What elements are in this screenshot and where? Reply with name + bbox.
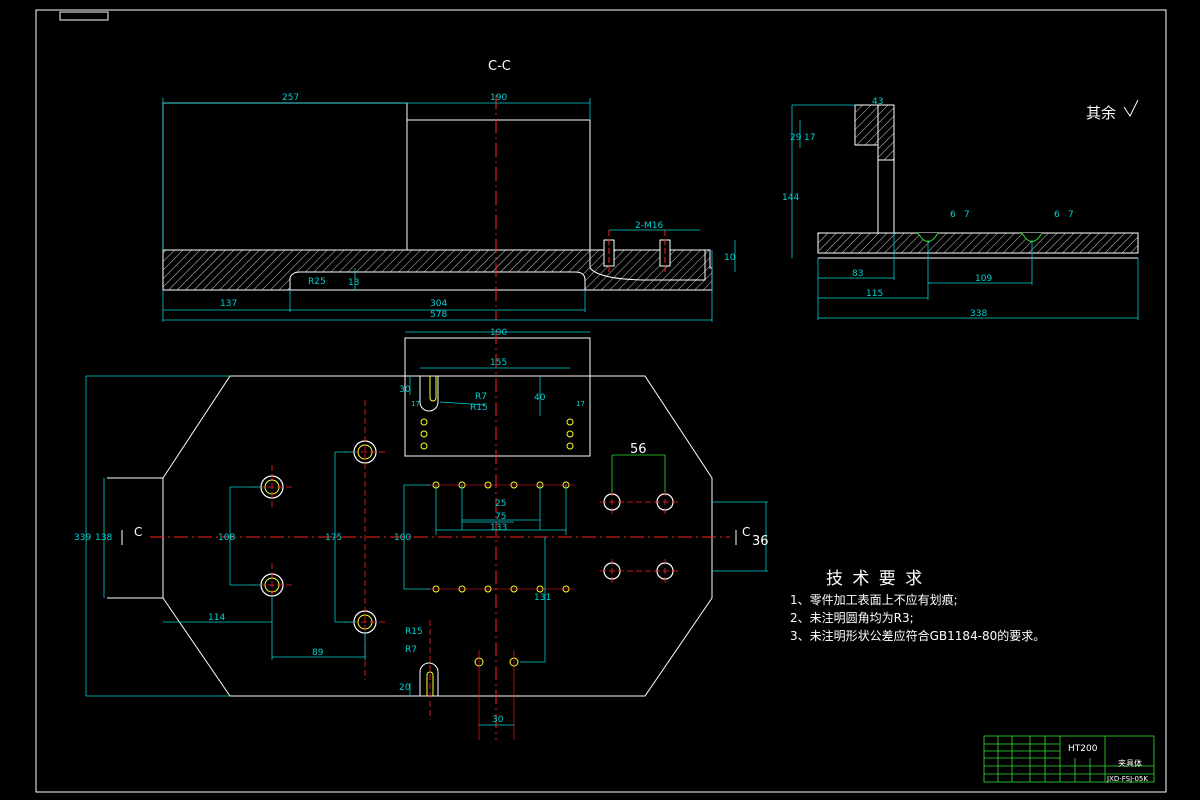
dim-17a: 17 xyxy=(411,400,420,408)
dim-6a: 6 xyxy=(950,210,956,220)
plan-view: 190 155 30 40 R7 R15 17 17 25 75 133 339… xyxy=(74,328,769,740)
dim-109: 109 xyxy=(975,274,992,284)
section-pocket xyxy=(589,250,706,281)
side-base xyxy=(817,232,1139,254)
section-left-block xyxy=(162,102,408,251)
roughness-note: 其余 xyxy=(1086,104,1116,122)
dim-6b: 6 xyxy=(1054,210,1060,220)
u-slot-bottom xyxy=(419,662,439,696)
dim-7a: 7 xyxy=(964,210,970,220)
dim-338: 338 xyxy=(970,309,987,319)
dim-r15: R15 xyxy=(470,403,488,413)
u-slot-top xyxy=(419,376,439,412)
tech-requirement-3: 3、未注明形状公差应符合GB1184-80的要求。 xyxy=(790,629,1046,643)
dim-29: 29 xyxy=(790,133,802,143)
dim-175: 175 xyxy=(325,533,342,543)
dim-108: 108 xyxy=(218,533,235,543)
plan-top-block xyxy=(404,337,591,457)
section-view: C-C xyxy=(162,59,736,322)
section-right-block xyxy=(406,119,591,251)
dim-190-top: 190 xyxy=(490,93,507,103)
title-part-name: 夹具体 xyxy=(1118,758,1142,768)
dim-20: 20 xyxy=(399,683,411,693)
dim-7b: 7 xyxy=(1068,210,1074,220)
dim-plan-190: 190 xyxy=(490,328,507,338)
dim-75: 75 xyxy=(495,512,506,522)
dim-25: 25 xyxy=(495,499,506,509)
dim-36: 36 xyxy=(752,534,769,549)
dim-43: 43 xyxy=(872,97,883,107)
dim-56: 56 xyxy=(630,442,647,457)
dim-137: 137 xyxy=(220,299,237,309)
dim-304: 304 xyxy=(430,299,447,309)
sheet-corner-box xyxy=(59,11,109,21)
dim-40: 40 xyxy=(534,393,546,403)
title-drawing-no: JXD-FSJ-05K xyxy=(1106,775,1148,783)
dim-155: 155 xyxy=(490,358,507,368)
plan-outline xyxy=(162,375,713,697)
dim-578: 578 xyxy=(430,310,447,320)
section-groove xyxy=(289,271,586,291)
dim-100: 100 xyxy=(394,533,411,543)
dim-r7-bottom: R7 xyxy=(405,645,417,655)
tech-requirement-1: 1、零件加工表面上不应有划痕; xyxy=(790,593,958,607)
dim-83: 83 xyxy=(852,269,863,279)
dim-30-bottom: 30 xyxy=(492,715,504,725)
dim-r7: R7 xyxy=(475,392,487,402)
dim-89: 89 xyxy=(312,648,324,658)
dim-r25: R25 xyxy=(308,277,326,287)
tech-requirements-title: 技 术 要 求 xyxy=(826,569,925,589)
dim-17: 17 xyxy=(804,133,815,143)
tech-requirement-2: 2、未注明圆角均为R3; xyxy=(790,611,914,625)
dim-133: 133 xyxy=(490,523,507,533)
dim-339: 339 xyxy=(74,533,91,543)
section-marker-left: C xyxy=(134,525,142,539)
title-material: HT200 xyxy=(1068,744,1098,754)
dim-115: 115 xyxy=(866,289,883,299)
roughness-symbol xyxy=(1123,99,1139,117)
dim-thread: 2-M16 xyxy=(635,221,663,231)
section-label: C-C xyxy=(488,59,511,74)
dim-114: 114 xyxy=(208,613,225,623)
dim-r15-bottom: R15 xyxy=(405,627,423,637)
dim-257: 257 xyxy=(282,93,299,103)
dim-138: 138 xyxy=(95,533,112,543)
dim-17b: 17 xyxy=(576,400,585,408)
side-view: 144 29 17 43 6 7 6 7 83 115 109 338 xyxy=(782,97,1139,320)
dim-30-top: 30 xyxy=(399,385,411,395)
dim-144: 144 xyxy=(782,193,799,203)
section-marker-right: C xyxy=(742,525,750,539)
side-stem-head xyxy=(854,104,895,161)
dim-131: 131 xyxy=(534,593,551,603)
sheet-outer-border xyxy=(35,9,1167,793)
dim-13: 13 xyxy=(348,278,359,288)
dim-10: 10 xyxy=(724,253,736,263)
title-block xyxy=(983,735,1155,783)
